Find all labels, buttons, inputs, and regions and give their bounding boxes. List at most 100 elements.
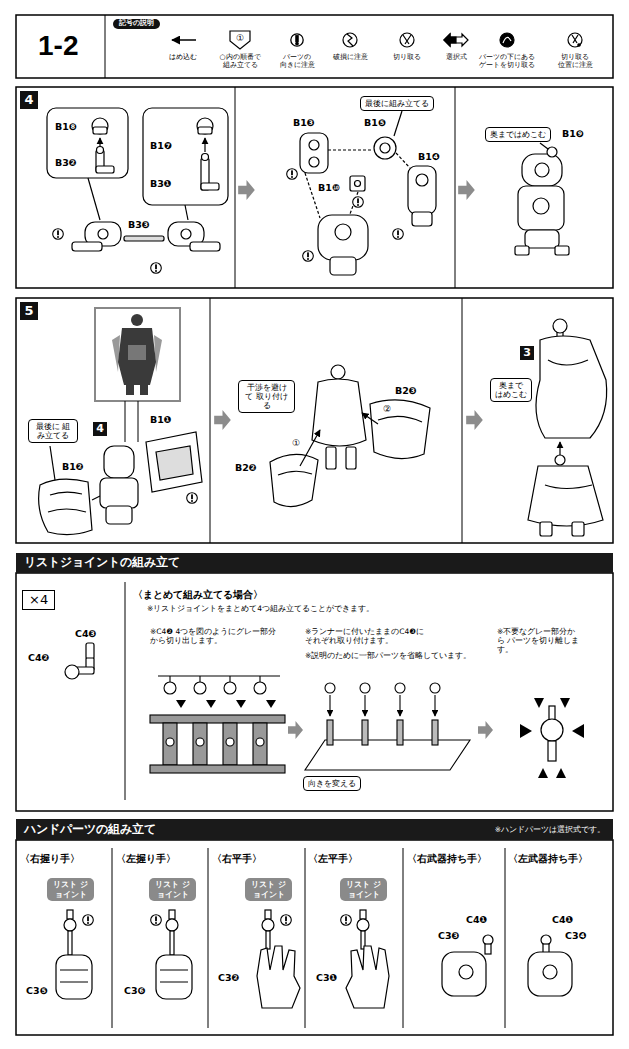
runner-drawing xyxy=(395,683,405,693)
joint-part xyxy=(190,242,220,251)
hand-part xyxy=(360,910,366,919)
legend-entry: はめ込む xyxy=(169,53,197,61)
node-text: 奥まで はめこむ xyxy=(495,381,527,399)
step-panel xyxy=(16,87,613,288)
header-frame xyxy=(105,15,106,78)
node-text: ×4 xyxy=(29,592,48,608)
runner-drawing xyxy=(194,682,206,694)
skirt-parts xyxy=(370,400,430,459)
runner-drawing xyxy=(193,723,207,765)
runner-drawing xyxy=(224,682,236,694)
instruction-art xyxy=(303,251,314,262)
note-callout: 奥まで はめこむ xyxy=(490,378,532,402)
joint-part xyxy=(88,178,100,220)
part-tag: リスト ジョイント xyxy=(47,878,94,901)
cut-marks xyxy=(538,768,548,778)
knee-parts xyxy=(300,133,328,173)
note-text: ※不要なグレー部分から パーツを切り離します。 xyxy=(497,627,583,654)
legend-entry: ○内の順番で 組み立てる xyxy=(218,53,262,70)
node-text: リスト ジョイント xyxy=(248,880,289,899)
part-number: B1❸ xyxy=(293,117,315,128)
runner-drawing xyxy=(362,720,368,745)
legend-text: ○内の順番で 組み立てる xyxy=(219,53,260,69)
joint-part xyxy=(99,138,100,146)
hand-type-heading: 〈右平手〉 xyxy=(212,853,262,864)
leg-assembly xyxy=(515,246,529,255)
skirt-parts xyxy=(312,379,366,446)
runner-drawing xyxy=(254,682,266,694)
hand-part xyxy=(357,919,369,931)
legend-text: はめ込む xyxy=(169,53,197,61)
runner-drawing xyxy=(150,715,285,723)
part-number: B1❷ xyxy=(62,461,84,472)
waist-parts xyxy=(39,432,202,535)
cut-marks xyxy=(548,741,556,761)
runner-drawing xyxy=(236,700,246,708)
position-inset xyxy=(112,335,120,372)
step-panel xyxy=(235,87,236,288)
runner-drawing xyxy=(253,723,267,765)
legend-icons xyxy=(578,44,580,46)
node-text: リスト ジョイント xyxy=(50,880,91,899)
step-panel xyxy=(455,87,456,288)
waist-parts xyxy=(39,479,92,534)
section-subheading: 〈まとめて組み立てる場合〉 xyxy=(133,589,263,601)
hand-part xyxy=(56,955,92,999)
note-text: ※説明のために一部パーツを省略しています。 xyxy=(305,651,471,660)
waist-parts xyxy=(50,446,55,480)
knee-parts xyxy=(300,111,436,275)
section-panel xyxy=(403,848,404,1028)
knee-parts xyxy=(328,149,373,150)
runner-drawing xyxy=(158,675,280,676)
runner-drawing xyxy=(176,700,276,708)
leg-assembly xyxy=(535,163,549,177)
skirt-parts xyxy=(300,430,320,466)
leg-assembly xyxy=(518,186,564,230)
joint-part xyxy=(201,183,219,190)
step-reference: 4 xyxy=(93,422,107,436)
part-number: B3❸ xyxy=(128,219,150,230)
part-tag: リスト ジョイント xyxy=(149,878,196,901)
waist-parts xyxy=(104,446,134,478)
runner-drawing xyxy=(150,765,285,773)
order-number: ② xyxy=(383,404,391,415)
wrist-joint-part xyxy=(65,643,94,679)
hand-part xyxy=(485,944,491,954)
instruction-art xyxy=(83,915,94,926)
legend-icons xyxy=(291,34,303,46)
knee-parts xyxy=(416,174,428,186)
part-number: B1❼ xyxy=(150,140,172,151)
hand-part xyxy=(528,952,572,996)
note-callout: 最後に 組み立てる xyxy=(28,419,78,443)
header-frame xyxy=(16,15,613,78)
cut-marks xyxy=(572,724,584,738)
joint-part xyxy=(204,138,205,152)
leg-assembly xyxy=(547,147,557,157)
runner-drawing xyxy=(199,676,200,682)
hand-part xyxy=(156,955,192,999)
part-number: B2❸ xyxy=(395,385,417,396)
leg-assembly xyxy=(540,143,548,149)
section-panel xyxy=(16,573,613,811)
part-number: C4❶ xyxy=(552,914,574,925)
runner-drawing xyxy=(169,676,170,682)
part-number: C4❷ xyxy=(28,652,50,663)
skirt-parts xyxy=(346,447,356,469)
runner-drawing xyxy=(329,695,330,716)
waist-parts xyxy=(92,496,100,500)
node-text: 記号の説明 xyxy=(119,20,154,28)
step-panel xyxy=(16,87,613,288)
legend-icons xyxy=(503,37,511,43)
part-tag: リスト ジョイント xyxy=(340,878,387,901)
hand-part xyxy=(67,910,73,919)
position-inset xyxy=(128,345,146,360)
node-text: 向きを変える xyxy=(308,779,356,788)
legend-entry: パーツの 向きに注意 xyxy=(279,53,316,70)
part-number: B3❶ xyxy=(150,178,172,189)
instruction-art xyxy=(341,915,352,926)
position-inset xyxy=(95,308,180,401)
joint-part xyxy=(185,205,188,220)
runner-drawing xyxy=(305,683,470,770)
section-panel xyxy=(16,840,613,1035)
